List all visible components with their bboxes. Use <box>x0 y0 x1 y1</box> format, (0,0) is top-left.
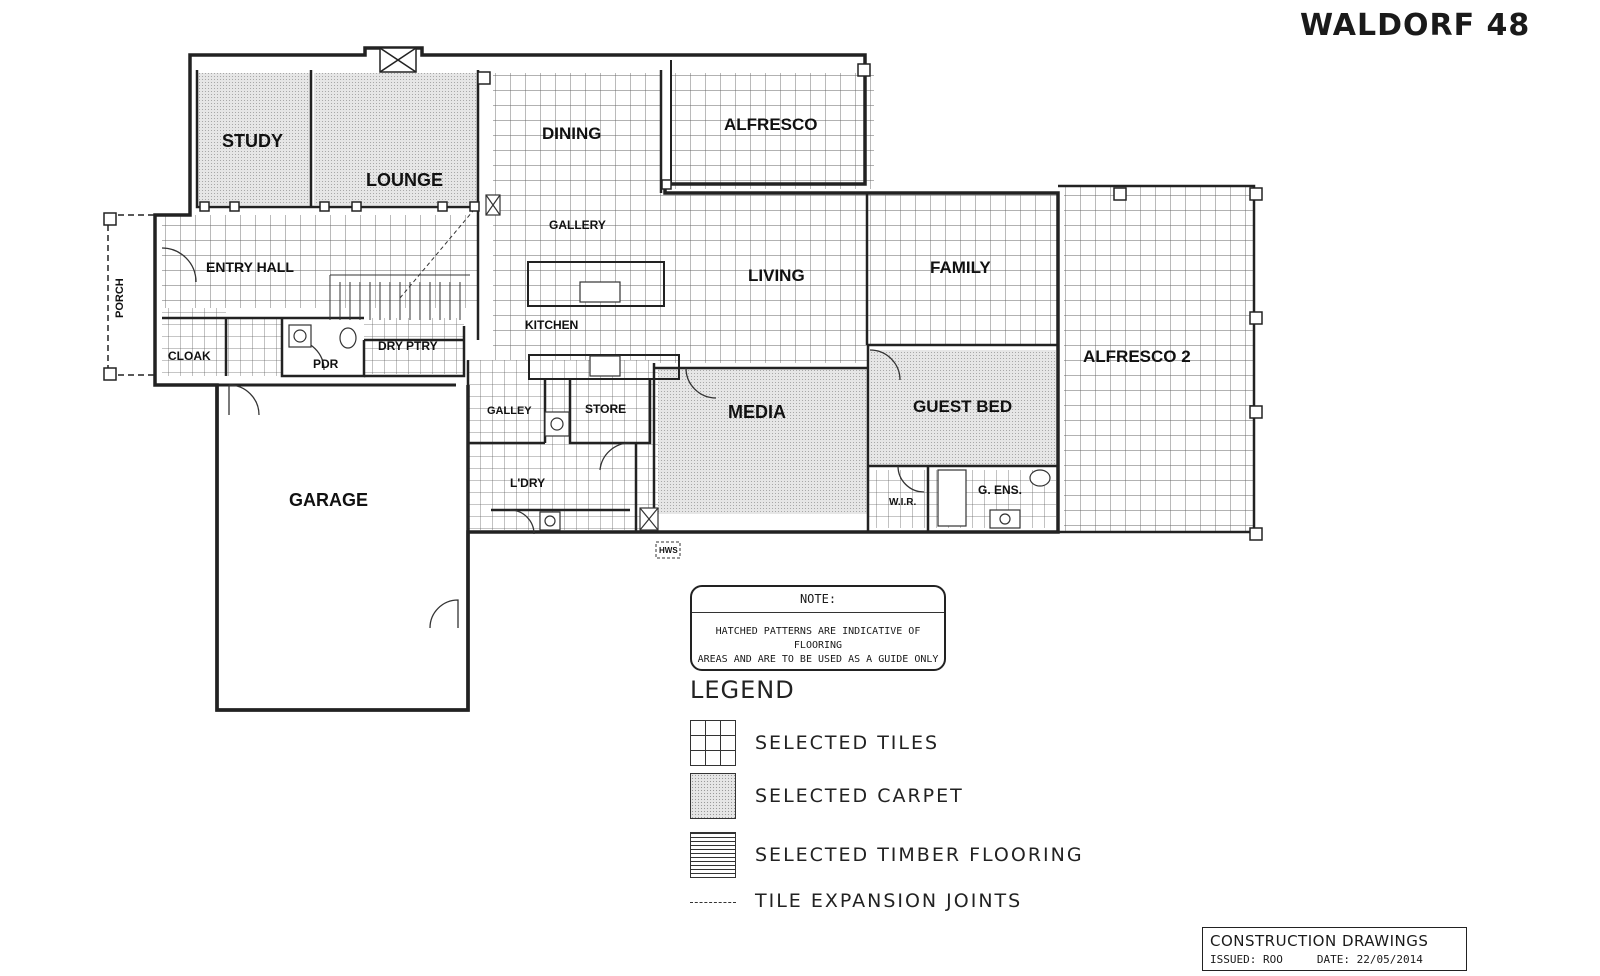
hws-box <box>655 541 681 559</box>
room-label-lounge: LOUNGE <box>366 170 443 190</box>
room-label-wir: W.I.R. <box>889 497 916 508</box>
room-label-porch: PORCH <box>114 278 126 318</box>
tiles-swatch <box>690 720 736 766</box>
fixtures <box>288 194 1051 531</box>
legend-label-timber: SELECTED TIMBER FLOORING <box>755 844 1084 866</box>
construction-stamp: CONSTRUCTION DRAWINGS ISSUED: ROO DATE: 2… <box>1202 927 1467 971</box>
room-label-g-ens: G. ENS. <box>978 483 1022 497</box>
joint-swatch <box>690 902 736 903</box>
drawing-title: WALDORF 48 <box>1300 8 1531 43</box>
staircase <box>329 204 479 320</box>
note-box: NOTE: HATCHED PATTERNS ARE INDICATIVE OF… <box>690 585 946 671</box>
issued-by: ISSUED: ROO <box>1210 953 1283 966</box>
room-labels: STUDY LOUNGE DINING ALFRESCO GALLERY ENT… <box>114 115 1191 555</box>
room-label-galley: GALLEY <box>487 405 532 417</box>
room-label-store: STORE <box>585 402 626 416</box>
room-label-dining: DINING <box>542 124 602 143</box>
room-label-alfresco: ALFRESCO <box>724 115 818 134</box>
issue-date: DATE: 22/05/2014 <box>1316 953 1423 966</box>
legend-label-joint: TILE EXPANSION JOINTS <box>755 890 1023 912</box>
note-divider <box>692 612 944 613</box>
posts <box>103 63 1263 541</box>
note-heading: NOTE: <box>799 592 837 606</box>
carpet-areas <box>197 73 1056 514</box>
room-label-family: FAMILY <box>930 258 991 277</box>
note-line-2: AREAS AND ARE TO BE USED AS A GUIDE ONLY <box>697 654 939 665</box>
timber-swatch <box>690 832 736 878</box>
room-label-pdr: PDR <box>313 357 339 371</box>
room-label-garage: GARAGE <box>289 490 368 510</box>
fireplace <box>379 47 417 73</box>
room-label-media: MEDIA <box>728 402 786 422</box>
room-label-alfresco-2: ALFRESCO 2 <box>1083 347 1191 366</box>
room-label-living: LIVING <box>748 266 805 285</box>
room-label-guest-bed: GUEST BED <box>913 397 1012 416</box>
note-body: HATCHED PATTERNS ARE INDICATIVE OF FLOOR… <box>692 625 944 667</box>
construction-heading: CONSTRUCTION DRAWINGS <box>1210 932 1429 950</box>
room-label-entry-hall: ENTRY HALL <box>206 259 294 275</box>
room-label-kitchen: KITCHEN <box>525 318 578 332</box>
room-label-gallery: GALLERY <box>549 218 606 232</box>
carpet-swatch <box>690 773 736 819</box>
legend-label-tiles: SELECTED TILES <box>755 732 940 754</box>
note-line-1: HATCHED PATTERNS ARE INDICATIVE OF FLOOR… <box>715 626 921 651</box>
hws-label: HWS <box>659 546 678 555</box>
room-label-ldry: L'DRY <box>510 476 545 490</box>
legend-label-carpet: SELECTED CARPET <box>755 785 964 807</box>
room-label-dry-ptry: DRY PTRY <box>378 339 438 353</box>
legend-title: LEGEND <box>690 676 795 704</box>
construction-issue-line: ISSUED: ROO DATE: 22/05/2014 <box>1210 953 1466 966</box>
walls <box>107 46 1256 712</box>
room-label-cloak: CLOAK <box>168 349 211 363</box>
tiled-areas <box>162 73 1254 532</box>
door-swings <box>161 247 925 629</box>
room-label-study: STUDY <box>222 131 283 151</box>
